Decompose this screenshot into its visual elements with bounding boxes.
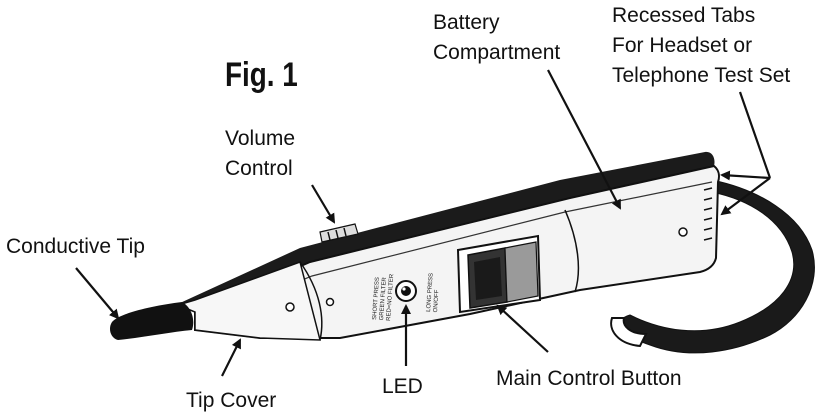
led-indicator [395,280,417,302]
recessed-tabs-arrow-lower [720,177,771,216]
volume-control-slider [319,223,359,243]
short-press-line-1: SHORT PRESS [372,277,381,320]
conductive-tip-arrow [75,267,120,320]
short-press-marking: SHORT PRESS GREEN FILTER RED=NO FILTER [372,273,395,321]
volume-control-label-line-2: Control [225,157,293,180]
battery-compartment-seam [564,209,580,293]
tip-cover-arrow [221,338,241,377]
probe-body [194,164,720,339]
conductive-tip-shape [110,302,194,340]
main-control-button-label: Main Control Button [496,367,682,390]
recessed-tabs-label-line-1: Recessed Tabs [612,4,756,27]
long-press-line-2: ON/OFF [433,289,441,312]
main-control-button-arrow [496,304,549,353]
lanyard-loop-end [610,317,648,348]
recessed-tabs-label-line-2: For Headset or [612,34,753,57]
tip-cover-label: Tip Cover [186,389,277,412]
long-press-line-1: LONG PRESS [426,273,435,312]
recessed-tabs-label-line-3: Telephone Test Set [612,64,791,87]
conductive-tip-label: Conductive Tip [6,235,145,258]
battery-compartment-label-line-1: Battery [433,11,500,34]
vent-ribs [703,187,713,241]
battery-compartment-label-line-2: Compartment [433,41,561,64]
tip-cover-screw [285,302,295,312]
recessed-tabs-arrow-upper [720,170,771,181]
probe-top-band [180,151,715,312]
tip-cover-seam [299,261,323,341]
main-control-button-shape [456,234,542,314]
figure-title: Fig. 1 [225,56,298,94]
body-screw-left [325,297,335,307]
long-press-marking: LONG PRESS ON/OFF [426,273,441,313]
short-press-line-3: RED=NO FILTER [386,273,395,321]
battery-screw [678,227,688,237]
volume-control-arrow [311,184,336,224]
battery-compartment-arrow [547,69,621,210]
short-press-line-2: GREEN FILTER [379,276,388,320]
tip-cover-cone [175,261,321,341]
volume-control-label-line-1: Volume [225,127,296,150]
led-label: LED [382,375,423,398]
recessed-tabs-arrow-stem [738,91,772,179]
